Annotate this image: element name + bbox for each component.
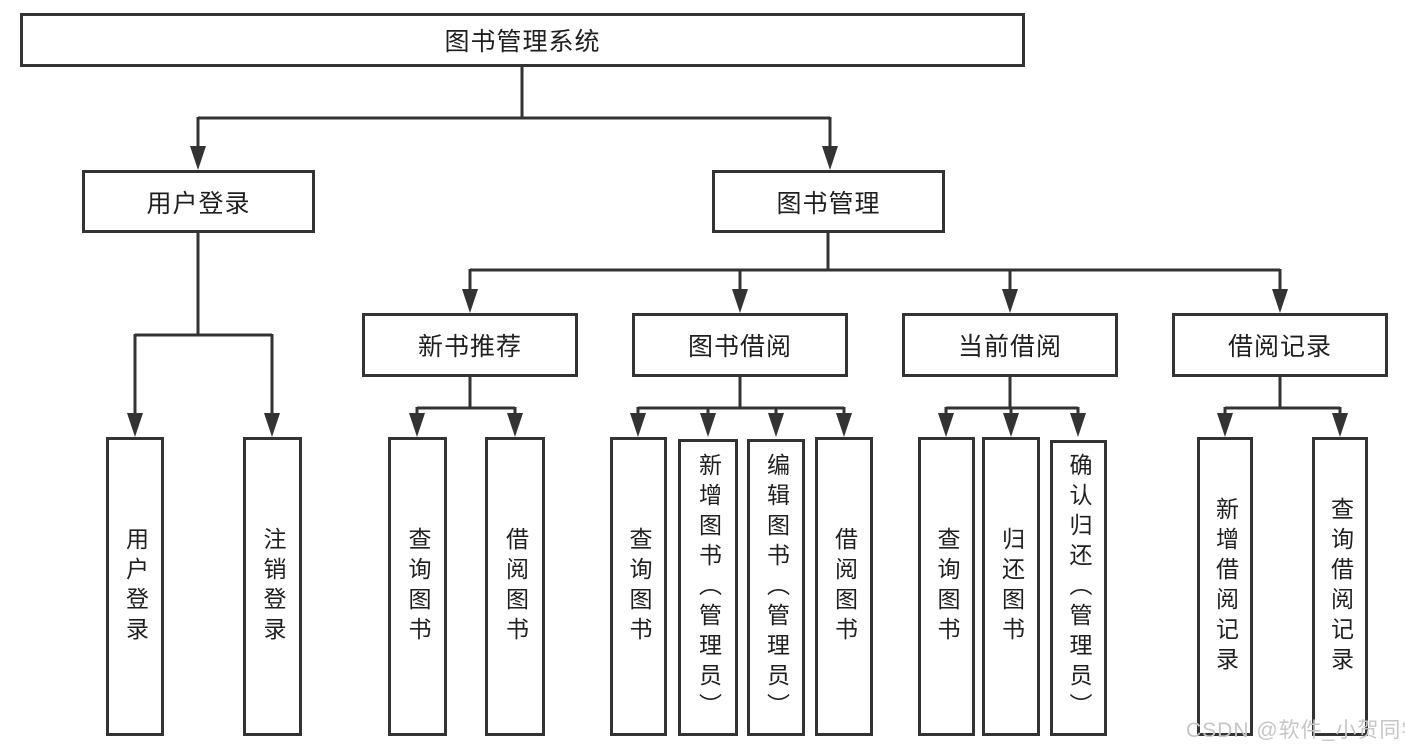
node-query-book-leaf-1: 查询图书 [388, 437, 447, 736]
node-confirm-return-admin-leaf: 确认归还（管理员） [1050, 440, 1107, 736]
node-borrow-book-leaf-1: 借阅图书 [485, 437, 545, 736]
csdn-watermark: CSDN @软件_小贺同学 [1186, 719, 1405, 742]
arrowheads [127, 146, 1348, 437]
node-query-borrow-record-leaf: 查询借阅记录 [1312, 437, 1368, 736]
node-user-login-leaf: 用户登录 [106, 437, 164, 736]
node-logout-leaf: 注销登录 [243, 437, 302, 736]
node-book-management-branch: 图书管理 [712, 170, 945, 233]
node-return-book-leaf: 归还图书 [982, 437, 1040, 736]
node-borrow-records: 借阅记录 [1172, 313, 1388, 377]
node-current-borrow: 当前借阅 [902, 313, 1118, 377]
node-add-borrow-record-leaf: 新增借阅记录 [1197, 437, 1253, 736]
node-query-book-leaf-3: 查询图书 [918, 437, 975, 736]
node-new-book-recommend: 新书推荐 [362, 313, 578, 377]
node-query-book-leaf-2: 查询图书 [610, 437, 667, 736]
node-book-borrow: 图书借阅 [632, 313, 848, 377]
node-edit-book-admin-leaf: 编辑图书（管理员） [747, 439, 805, 736]
node-user-login-branch: 用户登录 [82, 170, 315, 233]
node-root-library-system: 图书管理系统 [20, 13, 1025, 67]
node-borrow-book-leaf-2: 借阅图书 [815, 437, 873, 736]
node-add-book-admin-leaf: 新增图书（管理员） [678, 439, 738, 736]
